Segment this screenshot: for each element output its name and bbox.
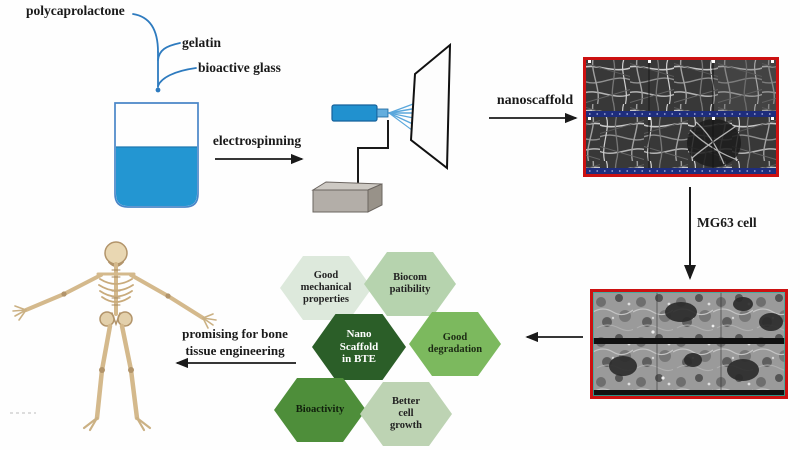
electrospinning-rig: [311, 42, 452, 213]
power-supply-icon: [311, 181, 383, 213]
label-nanoscaffold: nanoscaffold: [496, 93, 574, 108]
sem-mg63-art: [593, 292, 785, 396]
sem-image-mg63-cells: [590, 289, 788, 399]
high-voltage-wire: [357, 120, 389, 184]
label-polycaprolactone: polycaprolactone: [26, 3, 125, 18]
label-electrospinning: electrospinning: [212, 133, 302, 148]
sem-nanoscaffold-art: [586, 60, 776, 174]
beaker-icon: [114, 102, 199, 208]
label-gelatin: gelatin: [182, 35, 221, 50]
sem-image-nanoscaffold: [583, 57, 779, 177]
label-bioactive-glass: bioactive glass: [198, 60, 281, 75]
label-promising-outcome: promising for bone tissue engineering: [182, 326, 288, 358]
hexagon-biocompatibility: Biocom patibility: [364, 252, 456, 316]
syringe-icon: [331, 104, 389, 122]
hexagon-bioactivity: Bioactivity: [274, 378, 366, 442]
hexagon-good-mechanical-properties: Good mechanical properties: [280, 256, 372, 320]
hexagon-good-degradation: Good degradation: [409, 312, 501, 376]
collector-plate-icon: [409, 42, 452, 171]
skeleton-illustration: [12, 241, 217, 432]
hexagon-better-cell-growth: Better cell growth: [360, 382, 452, 446]
ingredient-flow-lines: [132, 13, 197, 93]
drop-dot-icon: [155, 87, 161, 93]
label-mg63-cell: MG63 cell: [697, 215, 757, 230]
